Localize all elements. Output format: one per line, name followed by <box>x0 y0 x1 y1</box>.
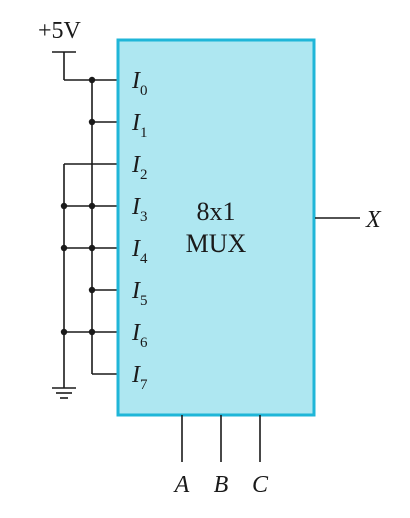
input-label-6: I6 <box>131 320 148 351</box>
input-label-3: I3 <box>131 194 148 225</box>
input-label-4: I4 <box>131 236 148 267</box>
junction-dot <box>88 202 96 210</box>
input-label-5: I5 <box>131 278 148 309</box>
junction-dot <box>88 328 96 336</box>
input-label-2: I2 <box>131 152 148 183</box>
supply-label: +5V <box>38 18 82 44</box>
mux-title: 8x1 <box>197 197 236 226</box>
ground-icon <box>52 387 76 399</box>
output-label: X <box>365 207 382 233</box>
junction-dot <box>60 202 68 210</box>
junction-dot <box>60 244 68 252</box>
mux-block <box>116 38 316 417</box>
junction-dot <box>60 328 68 336</box>
select-label-a: A <box>173 472 190 498</box>
select-label-c: C <box>252 472 269 498</box>
input-label-0: I0 <box>131 68 148 99</box>
select-label-b: B <box>214 472 229 498</box>
junction-dot <box>88 76 96 84</box>
junction-dot <box>88 118 96 126</box>
input-label-7: I7 <box>131 362 148 393</box>
mux-subtitle: MUX <box>186 229 247 258</box>
junction-dot <box>88 244 96 252</box>
junction-dot <box>88 286 96 294</box>
input-label-1: I1 <box>131 110 148 141</box>
